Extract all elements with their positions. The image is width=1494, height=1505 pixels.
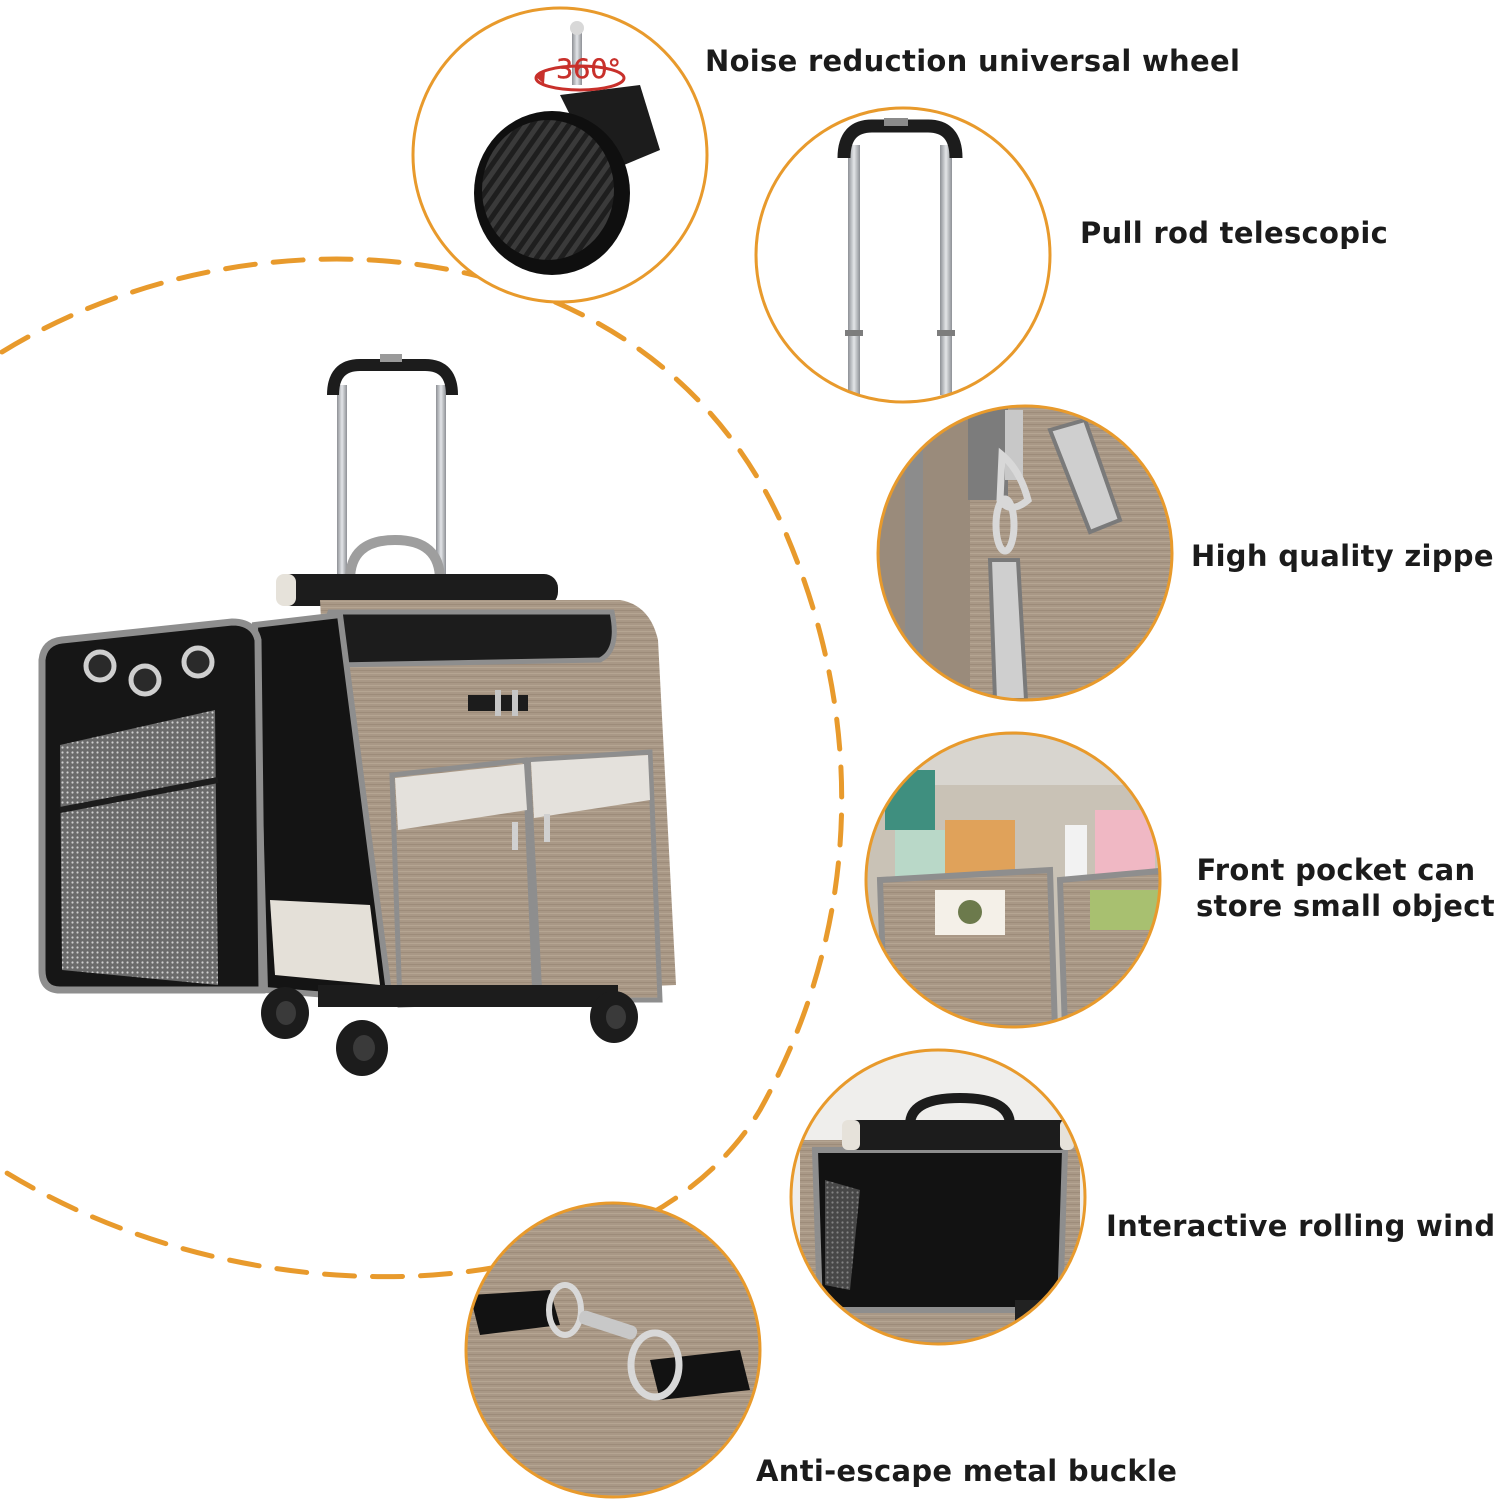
zipper-feature-label: High quality zipper xyxy=(1191,539,1494,573)
zipper-detail-circle xyxy=(876,404,1174,702)
pocket-feature-label: Front pocket can store small objects xyxy=(1196,852,1494,924)
wheel-detail-circle: 360° xyxy=(411,6,709,304)
buckle-feature-label: Anti-escape metal buckle xyxy=(756,1454,1178,1488)
front-pocket-detail-circle xyxy=(864,731,1162,1029)
rolling-window-detail-circle xyxy=(789,1048,1087,1346)
pocket-feature-label-line1: Front pocket can xyxy=(1196,853,1476,887)
pull-rod-detail-circle xyxy=(754,106,1052,404)
rod-feature-label: Pull rod telescopic xyxy=(1080,216,1389,250)
rotation-arrow-icon xyxy=(534,64,626,92)
window-feature-label: Interactive rolling window xyxy=(1106,1209,1494,1243)
rotation-arrowhead-icon xyxy=(535,70,545,84)
metal-buckle-detail-circle xyxy=(464,1201,762,1499)
pet-carrier-illustration xyxy=(38,354,676,1076)
wheel-feature-label: Noise reduction universal wheel xyxy=(705,44,1241,78)
dashed-orange-arc xyxy=(0,256,845,1280)
rotation-badge-text: 360° xyxy=(556,54,621,85)
pocket-feature-label-line2: store small objects xyxy=(1196,889,1494,923)
